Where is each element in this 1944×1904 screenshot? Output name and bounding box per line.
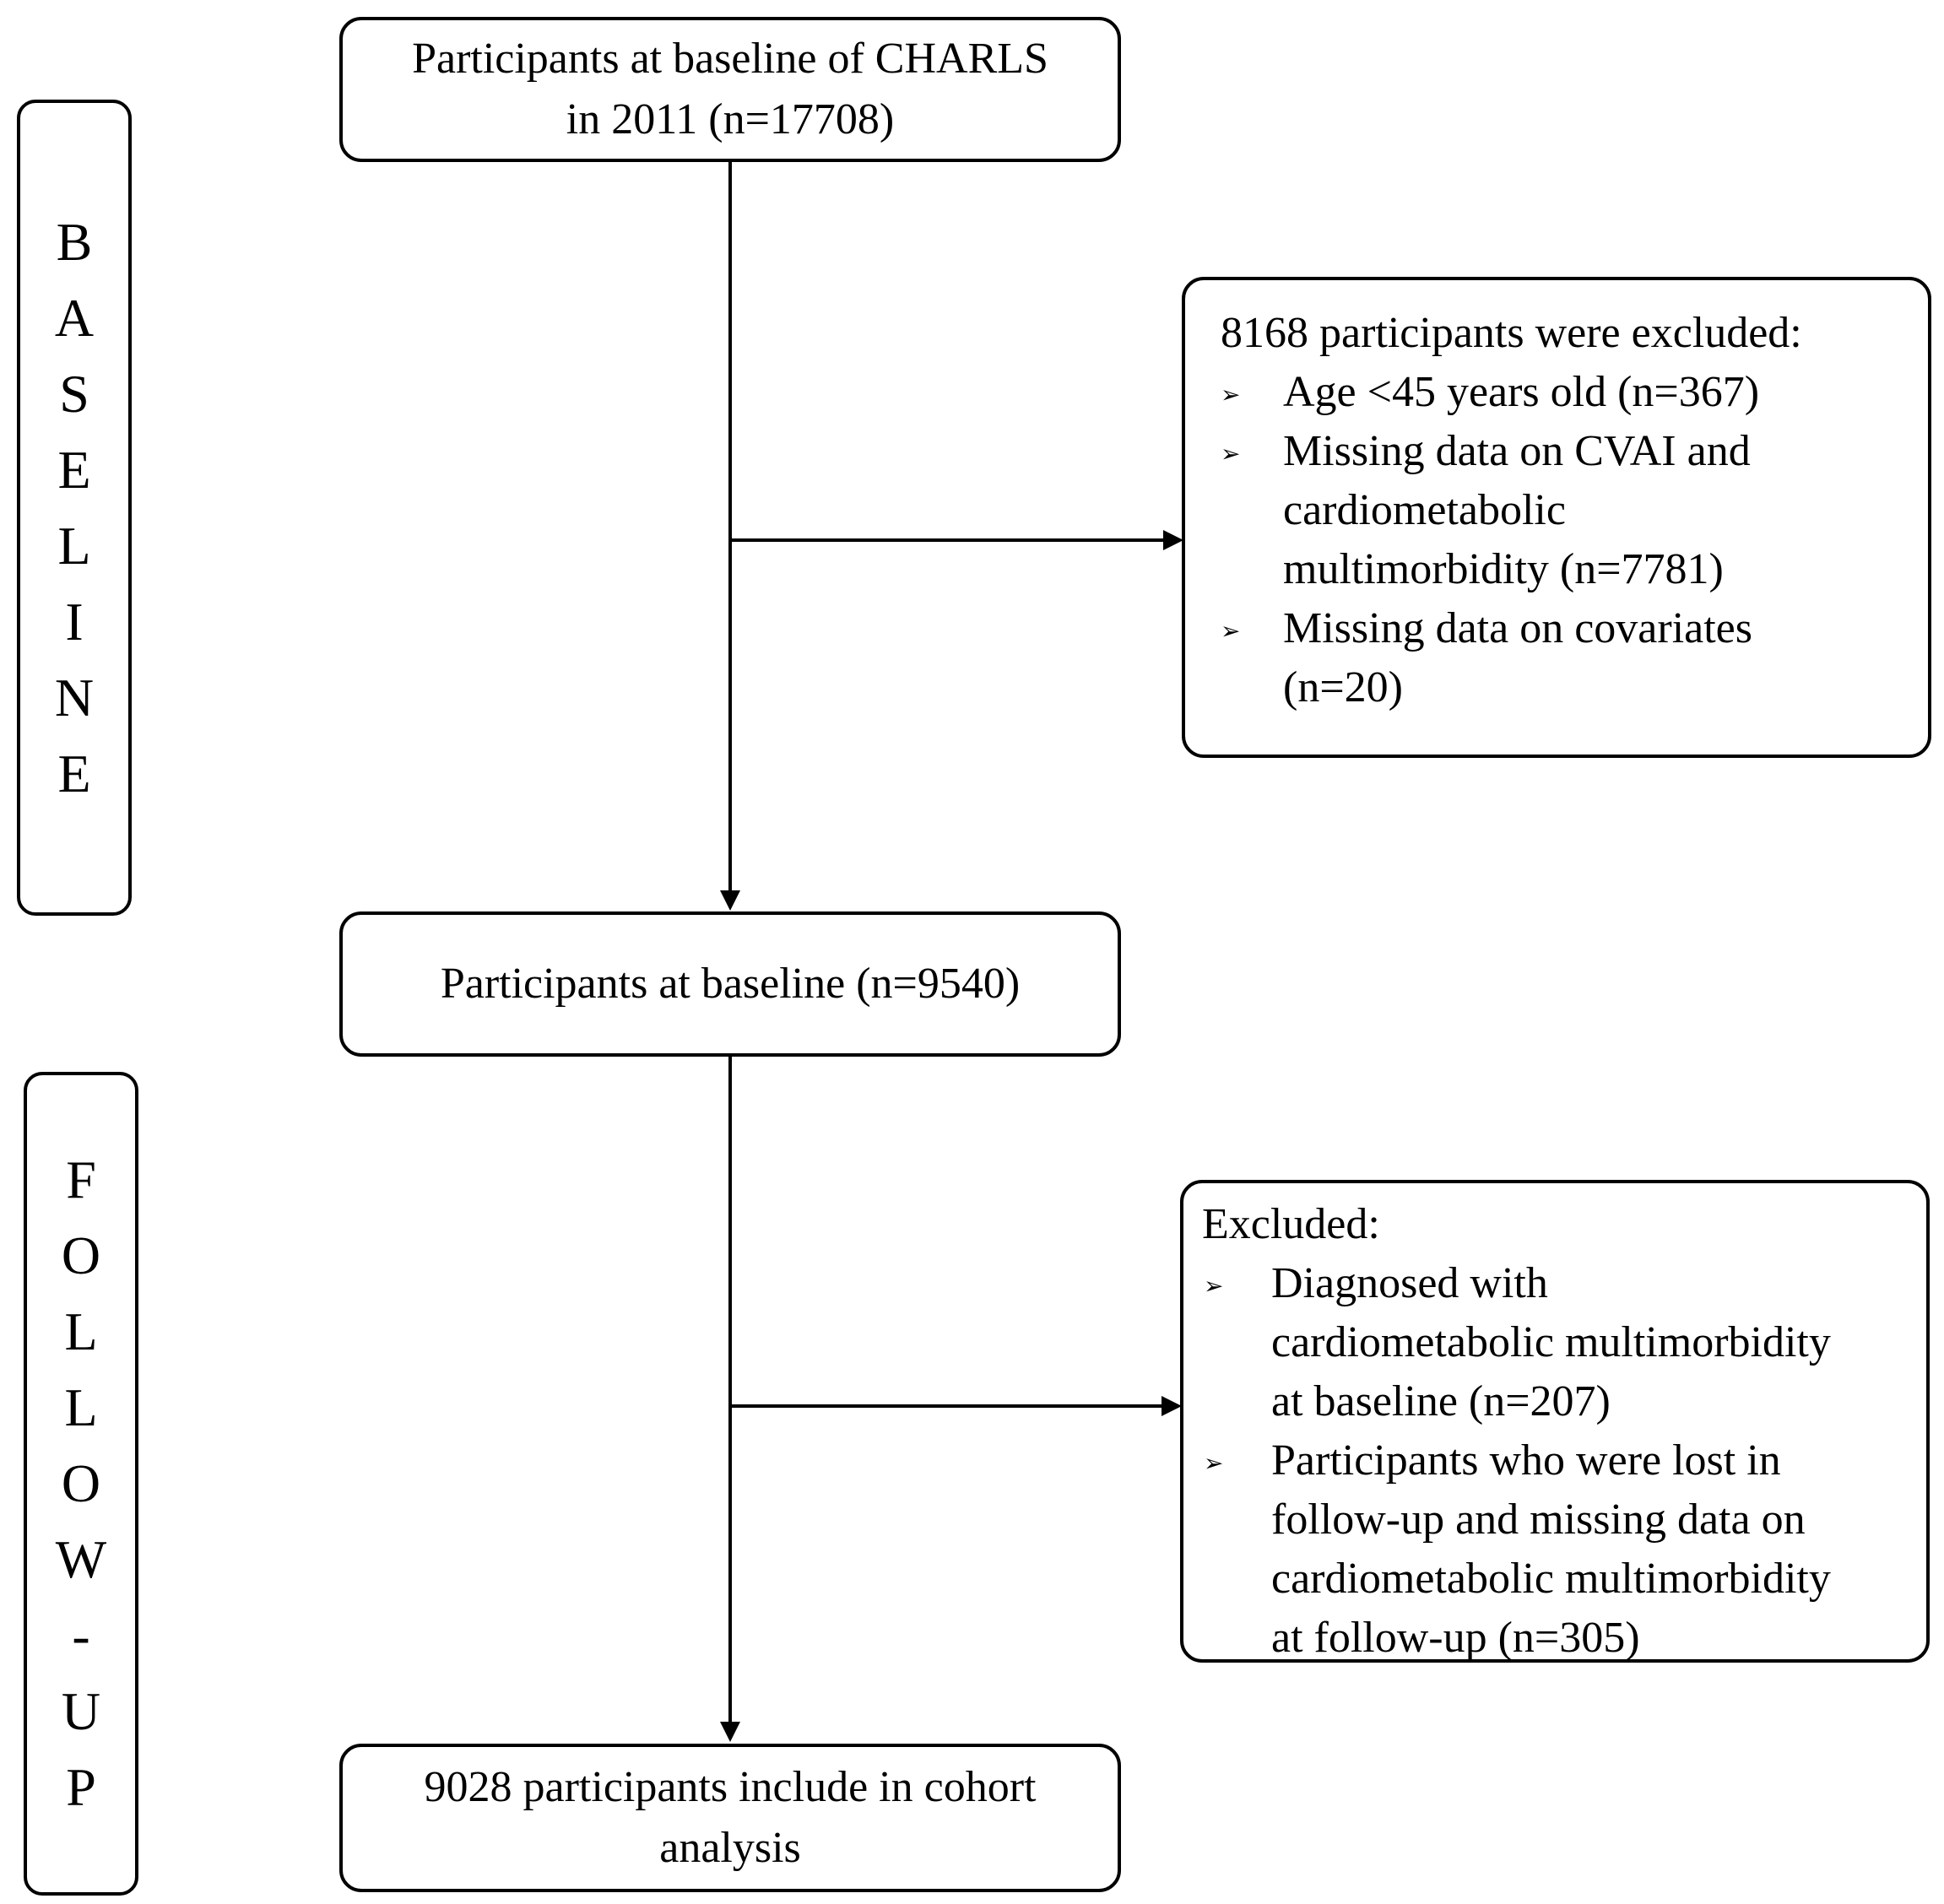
first-exclusion-list: ➢ Age <45 years old (n=367) ➢ Missing data … [1221,363,1928,717]
baseline-label-letter: B [56,211,93,272]
arrowhead-mid [720,890,740,911]
arrowhead-first-exclusion [1163,530,1183,550]
exclusion-item-line: cardiometabolic [1283,486,1566,534]
first-exclusion-box: 8168 participants were excluded: ➢ Age <4… [1182,277,1931,758]
final-box: 9028 participants include in cohort anal… [339,1744,1121,1892]
exclusion-item-line: multimorbidity (n=7781) [1283,545,1724,593]
final-box-line2: analysis [659,1824,801,1872]
exclusion-item-line: Diagnosed with [1271,1259,1548,1307]
start-box-line1: Participants at baseline of CHARLS [412,35,1048,83]
second-exclusion-list: ➢ Diagnosed with cardiometabolic multimorb… [1202,1254,1926,1668]
baseline-label-letter: S [59,363,89,424]
exclusion-item-line: (n=20) [1283,663,1403,711]
followup-label-letter: L [64,1377,98,1437]
start-box-line2: in 2011 (n=17708) [566,95,895,143]
followup-label-letter: P [66,1757,96,1817]
mid-box: Participants at baseline (n=9540) [339,911,1121,1057]
baseline-label-letter: E [57,743,91,803]
exclusion-item: ➢ Missing data on covariates (n=20) [1221,599,1928,717]
second-exclusion-box: Excluded: ➢ Diagnosed with cardiometabolic… [1180,1180,1930,1663]
followup-label-letter: W [55,1529,107,1589]
followup-label-letter: - [72,1605,90,1665]
mid-box-line1: Participants at baseline (n=9540) [440,960,1021,1008]
final-box-line1: 9028 participants include in cohort [424,1763,1037,1811]
followup-label-letter: O [61,1225,101,1285]
arrow-bullet-icon: ➢ [1221,382,1241,408]
exclusion-item-line: Missing data on CVAI and [1283,427,1751,475]
arrow-bullet-icon: ➢ [1204,1451,1224,1477]
arrow-bullet-icon: ➢ [1204,1274,1224,1300]
arrow-bullet-icon: ➢ [1221,441,1241,468]
exclusion-item: ➢ Participants who were lost in follow-up … [1202,1431,1926,1668]
baseline-label-letter: L [57,515,91,576]
start-box: Participants at baseline of CHARLS in 20… [339,17,1121,162]
exclusion-item-line: follow-up and missing data on [1271,1496,1806,1544]
followup-label-letter: L [64,1301,98,1361]
baseline-label-letter: N [54,667,95,728]
followup-label-letter: O [61,1453,101,1513]
exclusion-item: ➢ Diagnosed with cardiometabolic multimorb… [1202,1254,1926,1431]
exclusion-item-line: Missing data on covariates [1283,604,1752,652]
followup-label-letter: F [66,1149,96,1209]
exclusion-item-line: Age <45 years old (n=367) [1283,368,1760,416]
exclusion-item-line: at follow-up (n=305) [1271,1614,1640,1662]
exclusion-item-line: cardiometabolic multimorbidity [1271,1555,1831,1603]
baseline-label-letter: I [65,591,84,652]
exclusion-item-line: Participants who were lost in [1271,1436,1781,1485]
first-exclusion-head: 8168 participants were excluded: [1221,309,1802,357]
exclusion-item: ➢ Age <45 years old (n=367) [1221,363,1928,422]
followup-label-letter: U [61,1681,101,1741]
second-exclusion-head: Excluded: [1202,1200,1380,1248]
baseline-label-letter: A [54,287,95,348]
exclusion-item-line: at baseline (n=207) [1271,1377,1611,1425]
arrowhead-second-exclusion [1162,1396,1182,1416]
arrow-bullet-icon: ➢ [1221,619,1241,645]
arrowhead-final [720,1722,740,1742]
exclusion-item-line: cardiometabolic multimorbidity [1271,1318,1831,1366]
baseline-label-letter: E [57,439,91,500]
exclusion-item: ➢ Missing data on CVAI and cardiometabolic… [1221,422,1928,599]
